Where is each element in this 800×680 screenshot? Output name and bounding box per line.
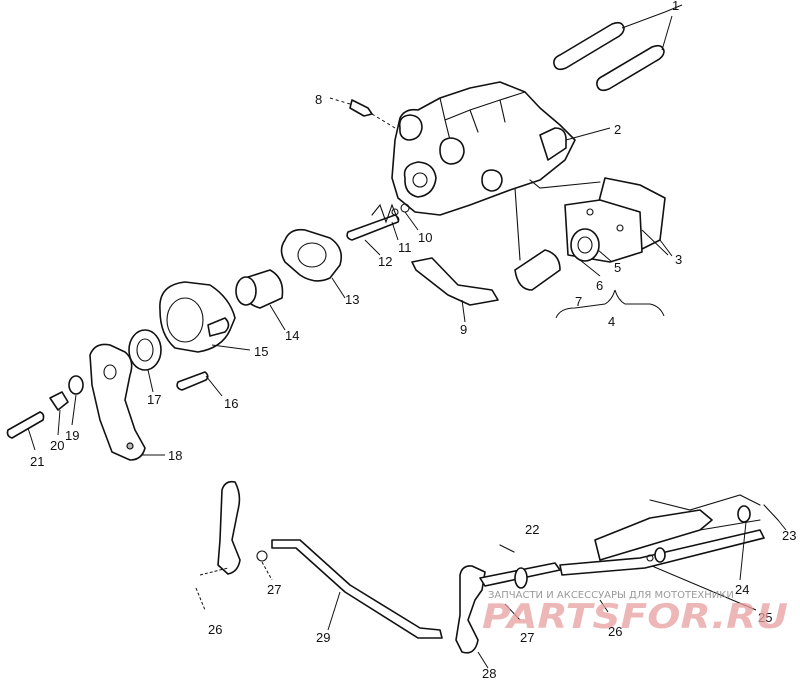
watermark-logo: PARTSFOR.RU xyxy=(482,597,788,637)
callout-25: 25 xyxy=(758,610,772,625)
callout-8: 8 xyxy=(315,92,322,107)
seal-ring xyxy=(128,329,162,393)
callout-13: 13 xyxy=(345,292,359,307)
piston-and-seals xyxy=(514,228,665,319)
callout-11: 11 xyxy=(398,240,412,255)
callout-24: 24 xyxy=(735,582,749,597)
lever-arm xyxy=(89,343,165,461)
callout-28: 28 xyxy=(482,666,496,680)
callout-5: 5 xyxy=(614,260,621,275)
watermark: ЗАПЧАСТИ И АКСЕССУАРЫ ДЛЯ МОТОТЕХНИКИ PA… xyxy=(482,590,788,637)
callout-20: 20 xyxy=(50,438,64,453)
gasket-plate xyxy=(280,228,346,299)
callout-26-left: 26 xyxy=(208,622,222,637)
watermark-tagline: ЗАПЧАСТИ И АКСЕССУАРЫ ДЛЯ МОТОТЕХНИКИ xyxy=(488,590,734,601)
bolt-16 xyxy=(176,371,223,397)
bushing xyxy=(235,269,286,331)
spring-and-pin xyxy=(346,203,419,256)
slide-pins xyxy=(553,4,683,92)
callout-22: 22 xyxy=(525,522,539,537)
caliper-body xyxy=(391,81,611,261)
callout-2: 2 xyxy=(614,122,621,137)
callout-4: 4 xyxy=(608,314,615,329)
callout-9: 9 xyxy=(460,322,467,337)
callout-14: 14 xyxy=(285,328,299,343)
pivot-bracket xyxy=(455,544,609,669)
callout-27-left: 27 xyxy=(267,582,281,597)
callout-27-right: 27 xyxy=(520,630,534,645)
washer-nut-bolt xyxy=(6,375,84,451)
callout-26-right: 26 xyxy=(608,624,622,639)
callout-7: 7 xyxy=(575,294,582,309)
callout-1: 1 xyxy=(672,0,679,13)
callout-29: 29 xyxy=(316,630,330,645)
callout-21: 21 xyxy=(30,454,44,469)
callout-16: 16 xyxy=(224,396,238,411)
shim-plate xyxy=(411,257,499,323)
callout-18: 18 xyxy=(168,448,182,463)
cam-housing xyxy=(159,281,251,353)
callout-17: 17 xyxy=(147,392,161,407)
brake-pedal xyxy=(559,494,787,611)
callout-10: 10 xyxy=(418,230,432,245)
callout-6: 6 xyxy=(596,278,603,293)
callout-15: 15 xyxy=(254,344,268,359)
callout-labels: 1 2 3 4 5 6 7 8 9 10 11 12 13 14 15 16 1… xyxy=(30,0,796,680)
callout-12: 12 xyxy=(378,254,392,269)
brake-rod-linkage xyxy=(195,480,443,639)
callout-23: 23 xyxy=(782,528,796,543)
bleeder-valve xyxy=(329,97,396,129)
callout-3: 3 xyxy=(675,252,682,267)
callout-19: 19 xyxy=(65,428,79,443)
